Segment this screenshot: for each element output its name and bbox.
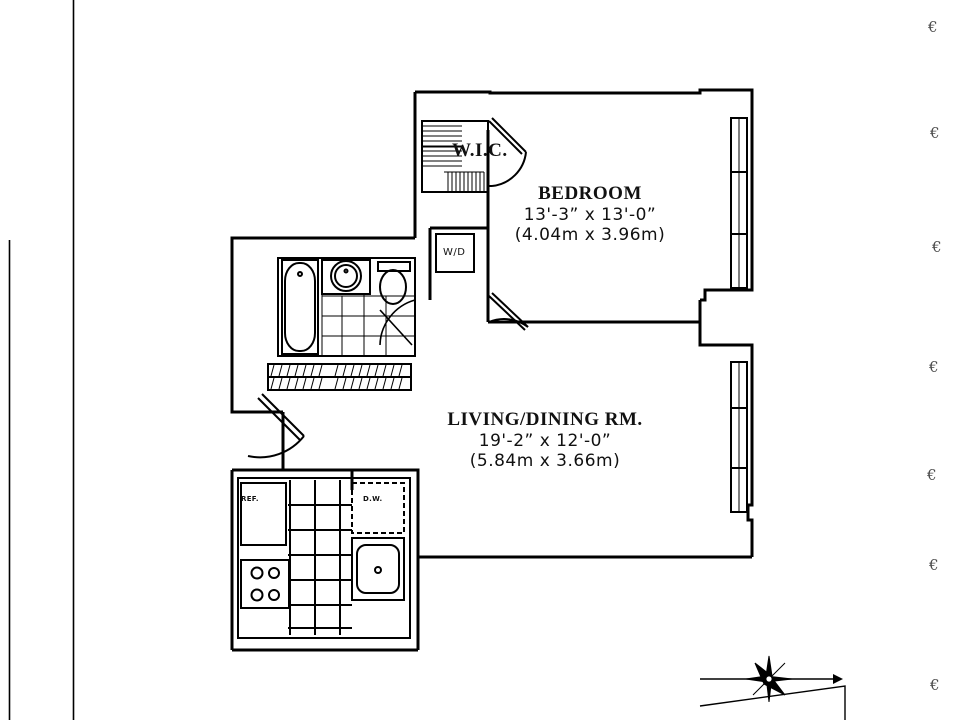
kitchen-counter-outline bbox=[237, 477, 411, 639]
edge-glyph-4: € bbox=[929, 358, 939, 376]
bedroom-label-group: BEDROOM 13'-3” x 13'-0” (4.04m x 3.96m) bbox=[445, 183, 735, 246]
washer-dryer-label: W/D bbox=[443, 247, 466, 258]
walk-in-closet-label: W.I.C. bbox=[452, 140, 508, 161]
hall-closet bbox=[267, 363, 412, 391]
wic-door-icon bbox=[488, 117, 527, 187]
bedroom-room-name: BEDROOM bbox=[538, 183, 642, 204]
edge-glyph-5: € bbox=[927, 466, 937, 484]
outer-wall-upper bbox=[415, 88, 754, 115]
wall-bedroom-south bbox=[488, 300, 702, 324]
outer-wall-east-notch bbox=[698, 300, 754, 360]
living-window bbox=[730, 361, 748, 513]
edge-glyph-2: € bbox=[930, 124, 940, 142]
apartment-outline bbox=[230, 88, 754, 652]
outer-wall-east-upper bbox=[700, 115, 754, 302]
bathroom-floor-outline bbox=[277, 257, 416, 357]
bedroom-dimensions-imperial: 13'-3” x 13'-0” bbox=[523, 205, 657, 226]
compass-rose-icon bbox=[699, 655, 846, 720]
outer-wall-east-lower bbox=[746, 360, 754, 557]
sink-icon bbox=[321, 259, 371, 295]
washer-dryer-closet bbox=[435, 233, 475, 273]
bedroom-door-icon bbox=[488, 292, 529, 331]
washer-dryer-icon bbox=[435, 233, 475, 273]
compass-ground-line bbox=[699, 685, 846, 720]
bedroom-dimensions-metric: (4.04m x 3.96m) bbox=[514, 225, 666, 246]
bathroom-door-icon bbox=[379, 299, 416, 346]
bathroom-tile-grid bbox=[321, 294, 415, 356]
living-dining-dimensions-metric: (5.84m x 3.66m) bbox=[469, 451, 621, 472]
hall-closet-rod-hatch-icon bbox=[270, 364, 403, 390]
toilet-icon bbox=[377, 261, 411, 305]
bedroom-window bbox=[730, 117, 748, 289]
edge-glyph-1: € bbox=[928, 18, 938, 36]
refrigerator-icon bbox=[240, 482, 287, 546]
living-dining-room-name: LIVING/DINING RM. bbox=[447, 409, 643, 430]
edge-glyph-6: € bbox=[929, 556, 939, 574]
walk-in-closet bbox=[421, 117, 527, 193]
bathtub-icon bbox=[281, 259, 319, 355]
kitchen-tile-grid bbox=[288, 480, 352, 635]
edge-glyph-3: € bbox=[932, 238, 942, 256]
edge-glyph-7: € bbox=[930, 676, 940, 694]
wall-foyer-kitchen bbox=[283, 468, 420, 557]
outer-wall-bath-west bbox=[230, 236, 415, 414]
wic-shelf-hatch-icon bbox=[423, 125, 462, 167]
range-icon bbox=[240, 559, 290, 609]
page-rules bbox=[8, 0, 75, 720]
refrigerator-label: REF. bbox=[241, 495, 259, 503]
kitchen-sink-icon bbox=[351, 537, 405, 601]
bathroom bbox=[277, 257, 416, 357]
entry-door-icon bbox=[232, 393, 305, 459]
living-dining-label-group: LIVING/DINING RM. 19'-2” x 12'-0” (5.84m… bbox=[375, 409, 715, 472]
living-dining-dimensions-imperial: 19'-2” x 12'-0” bbox=[478, 431, 612, 452]
kitchen bbox=[237, 477, 411, 639]
wic-rod-hatch-icon bbox=[444, 171, 485, 191]
dishwasher-label: D.W. bbox=[363, 495, 383, 503]
wic-outline bbox=[421, 120, 489, 193]
dishwasher-icon bbox=[351, 482, 405, 534]
